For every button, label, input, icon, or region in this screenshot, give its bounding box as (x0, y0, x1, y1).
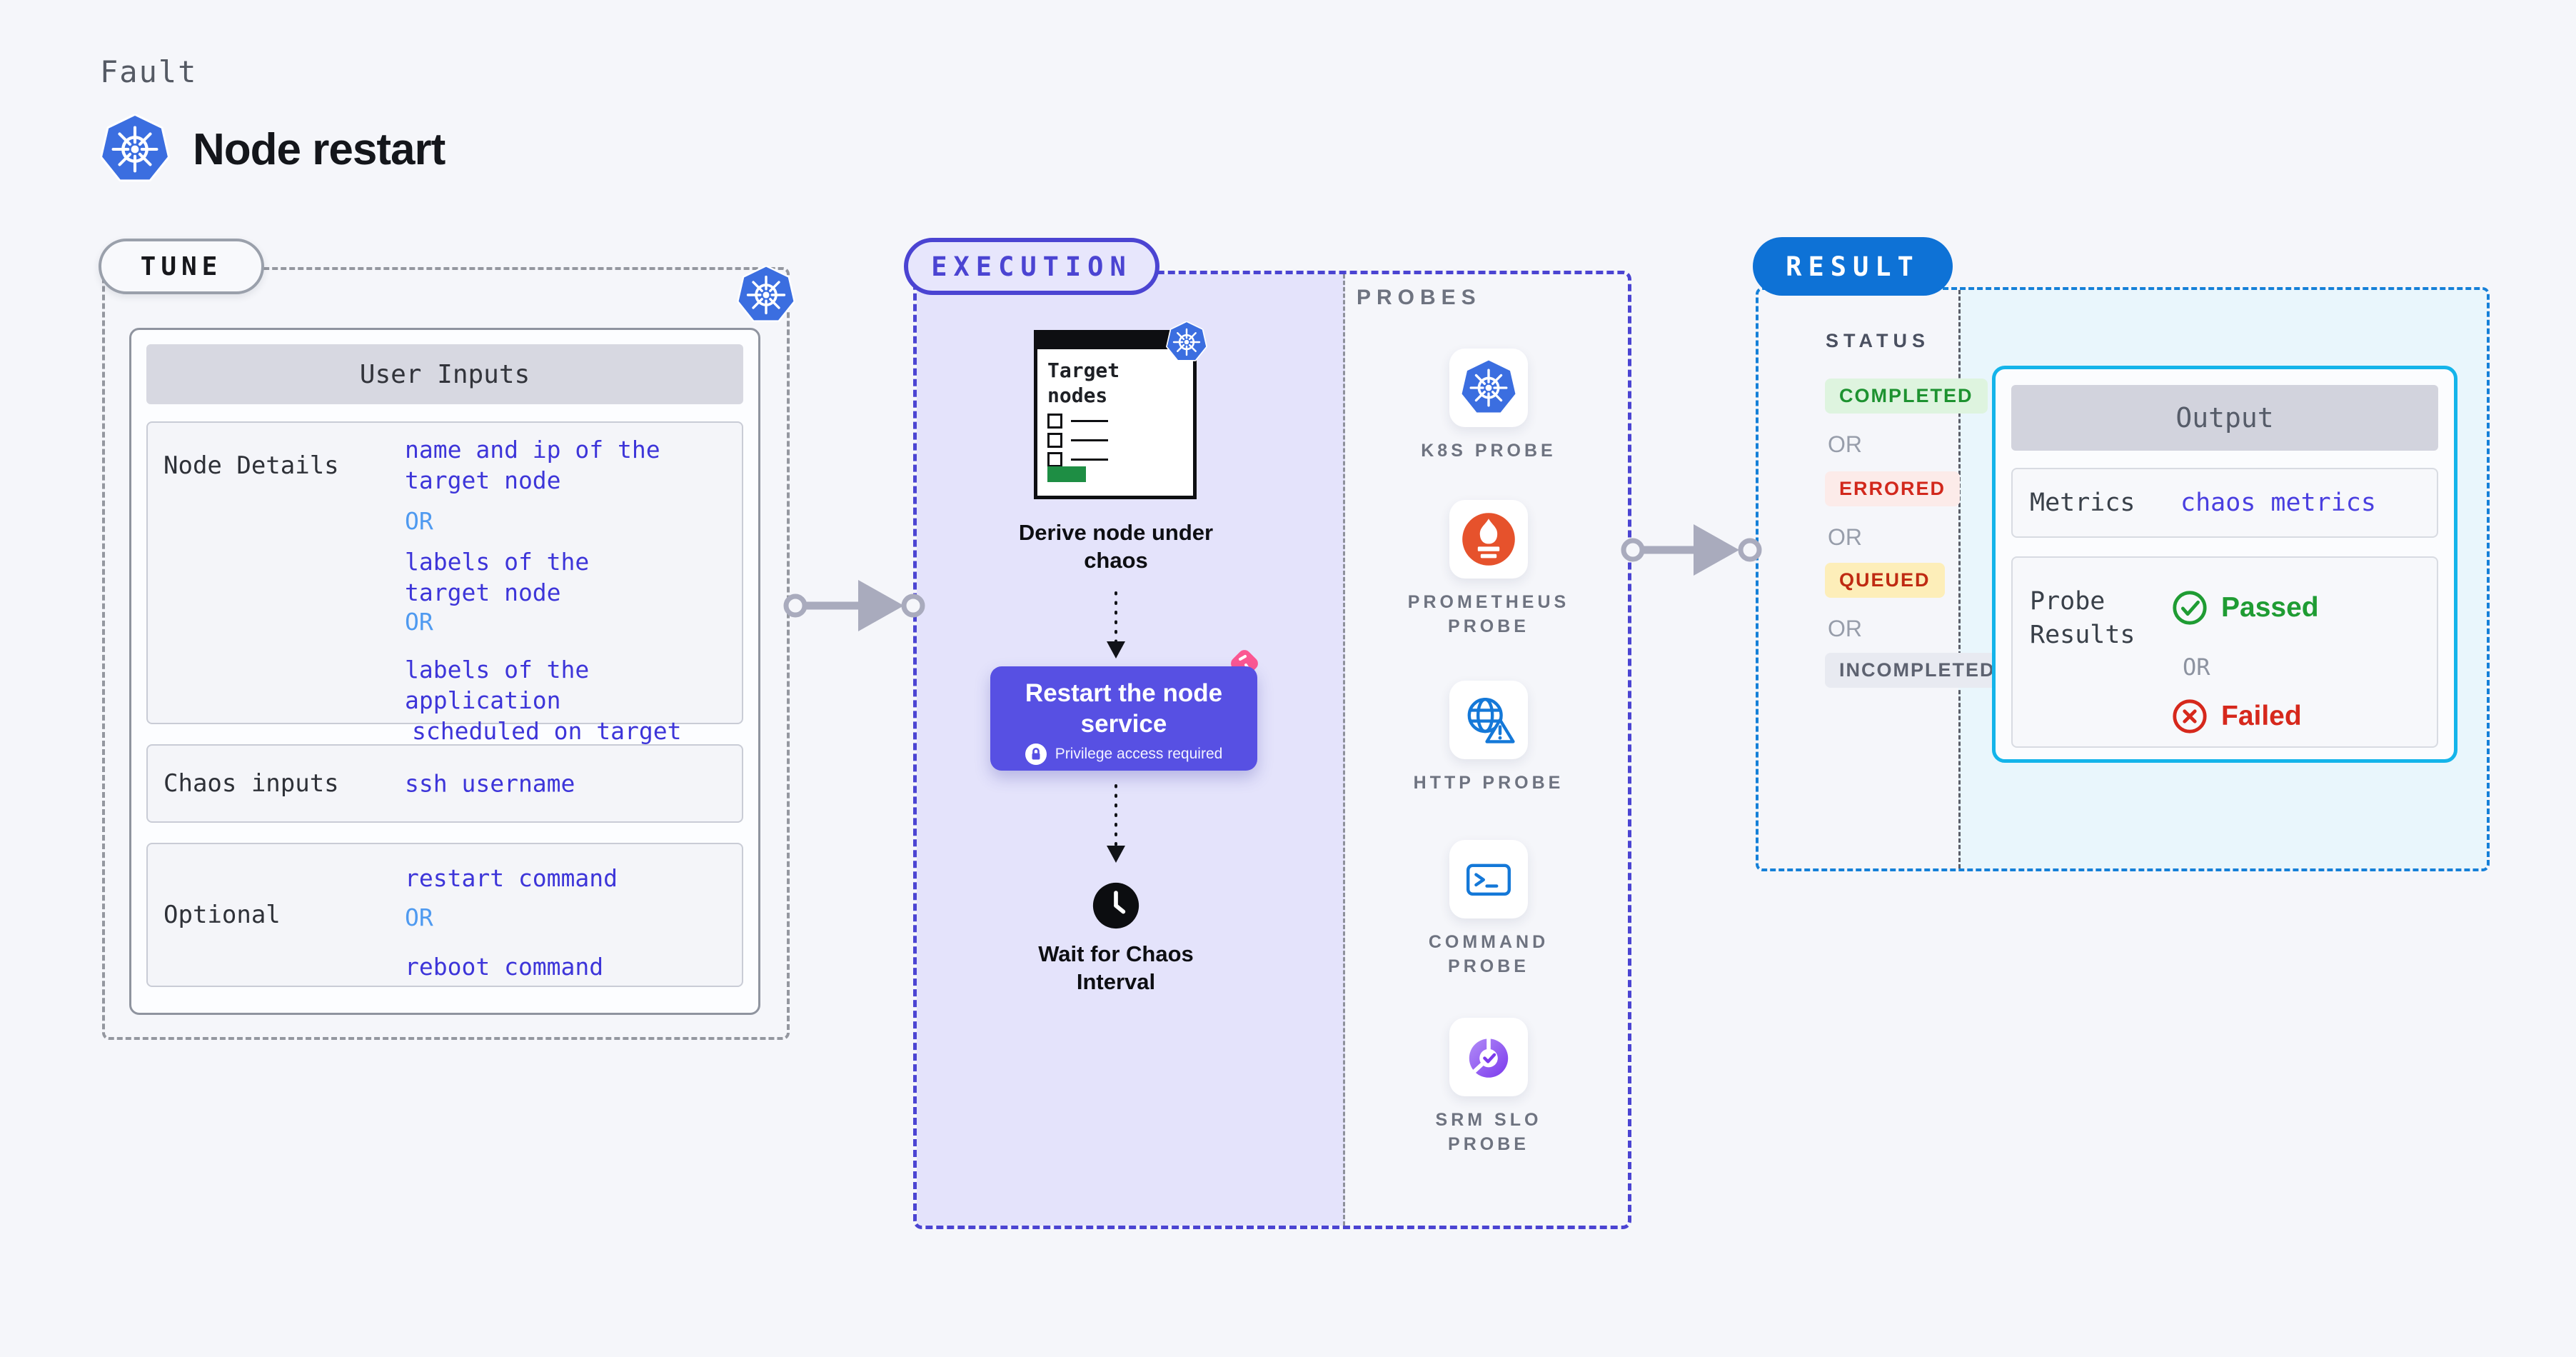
target-nodes-card: Target nodes (1034, 330, 1197, 499)
probe-label: HTTP PROBE (1413, 773, 1564, 793)
result-badge-label: RESULT (1786, 251, 1920, 282)
check-circle-icon (2173, 591, 2207, 625)
selection-highlight (1047, 466, 1086, 482)
checkbox-icon (1047, 452, 1062, 467)
kubernetes-icon (100, 114, 170, 184)
user-inputs-header: User Inputs (146, 344, 743, 404)
result-badge: RESULT (1753, 237, 1953, 296)
node-checklist-item (1047, 452, 1108, 467)
privilege-note: Privilege access required (1055, 746, 1223, 762)
prometheus-icon (1460, 511, 1517, 568)
kubernetes-icon (737, 266, 795, 324)
passed-result: Passed (2171, 589, 2319, 626)
status-queued-badge: QUEUED (1825, 563, 1945, 598)
node-details-row: Node Details name and ip of the target n… (146, 421, 743, 776)
failed-label: Failed (2221, 701, 2302, 731)
page-title: Node restart (193, 124, 446, 174)
node-checklist-item (1047, 433, 1108, 448)
or-separator: OR (1828, 524, 1862, 550)
tune-badge: TUNE (99, 239, 264, 294)
passed-label: Passed (2221, 592, 2319, 623)
target-nodes-title: Target nodes (1047, 359, 1120, 407)
value-line: labels of the application (405, 656, 590, 714)
chaos-inputs-label: Chaos inputs (163, 769, 339, 798)
status-errored-badge: ERRORED (1825, 471, 1961, 506)
probe-http: HTTP PROBE (1396, 681, 1581, 795)
action-title: Restart the node service (1025, 679, 1223, 738)
or-separator: OR (2183, 654, 2210, 681)
kubernetes-icon (1460, 359, 1517, 416)
or-separator: OR (405, 507, 433, 535)
probe-prometheus: PROMETHEUS PROBE (1396, 500, 1581, 639)
fault-kicker: Fault (100, 54, 198, 89)
probe-card (1449, 349, 1528, 427)
derive-node-step-label: Derive node under chaos (1018, 520, 1214, 573)
metrics-label: Metrics (2030, 489, 2135, 517)
kubernetes-icon (1166, 321, 1207, 363)
probe-label: COMMAND PROBE (1428, 932, 1549, 976)
tune-badge-label: TUNE (140, 251, 223, 281)
value-line: name and ip of the (405, 436, 660, 464)
probes-title: PROBES (1357, 286, 1481, 309)
probe-srm-slo: SRM SLO PROBE (1396, 1018, 1581, 1156)
globe-warning-icon (1460, 691, 1517, 748)
probe-results-row: Probe Results Passed OR Failed (2011, 556, 2438, 748)
probe-label: K8S PROBE (1421, 441, 1556, 461)
probe-card (1449, 1018, 1528, 1096)
checkbox-icon (1047, 433, 1062, 448)
restart-node-service-action[interactable]: Restart the node service Privilege acces… (990, 666, 1257, 771)
node-details-label: Node Details (163, 451, 339, 480)
status-incompleted-badge: INCOMPLETED (1825, 653, 2010, 688)
optional-row: Optional restart command OR reboot comma… (146, 843, 743, 987)
probe-card (1449, 500, 1528, 579)
metrics-row: Metrics chaos metrics (2011, 468, 2438, 538)
node-checklist-item (1047, 414, 1108, 429)
value-line: reboot command (405, 953, 604, 981)
lock-icon (1025, 743, 1047, 765)
or-separator: OR (1828, 431, 1862, 457)
checkbox-icon (1047, 414, 1062, 429)
probe-results-label: Probe Results (2030, 587, 2135, 649)
value-line: target node (405, 579, 561, 606)
clock-icon (1092, 882, 1139, 929)
optional-label: Optional (163, 901, 281, 929)
probe-card (1449, 840, 1528, 918)
probe-label: PROMETHEUS PROBE (1407, 592, 1570, 636)
or-separator: OR (1828, 616, 1862, 641)
value-line: target node (405, 466, 561, 494)
status-completed-badge: COMPLETED (1825, 379, 1988, 414)
terminal-icon (1460, 851, 1517, 908)
execution-badge: EXECUTION (904, 238, 1159, 295)
value-line: labels of the (405, 548, 590, 576)
tune-section (102, 267, 790, 1040)
value-line: restart command (405, 864, 618, 892)
probe-command: COMMAND PROBE (1396, 840, 1581, 978)
srm-slo-icon (1460, 1028, 1517, 1086)
or-separator: OR (405, 903, 433, 931)
execution-badge-label: EXECUTION (931, 251, 1132, 282)
probe-k8s: K8S PROBE (1396, 349, 1581, 463)
probe-card (1449, 681, 1528, 759)
failed-result: Failed (2171, 698, 2302, 735)
chaos-metrics-link[interactable]: chaos metrics (2180, 489, 2376, 517)
output-header: Output (2011, 385, 2438, 451)
chaos-inputs-value: ssh username (405, 769, 575, 798)
chaos-inputs-row: Chaos inputs ssh username (146, 744, 743, 823)
status-title: STATUS (1826, 330, 1930, 351)
x-circle-icon (2173, 699, 2207, 733)
probe-label: SRM SLO PROBE (1435, 1110, 1542, 1154)
or-separator: OR (405, 608, 433, 636)
card-titlebar (1037, 333, 1194, 349)
wait-chaos-interval-label: Wait for Chaos Interval (1038, 941, 1194, 994)
title-row: Node restart (100, 114, 446, 184)
node-details-values: name and ip of the target node OR labels… (405, 434, 742, 777)
output-card: Output Metrics chaos metrics Probe Resul… (1992, 366, 2457, 763)
